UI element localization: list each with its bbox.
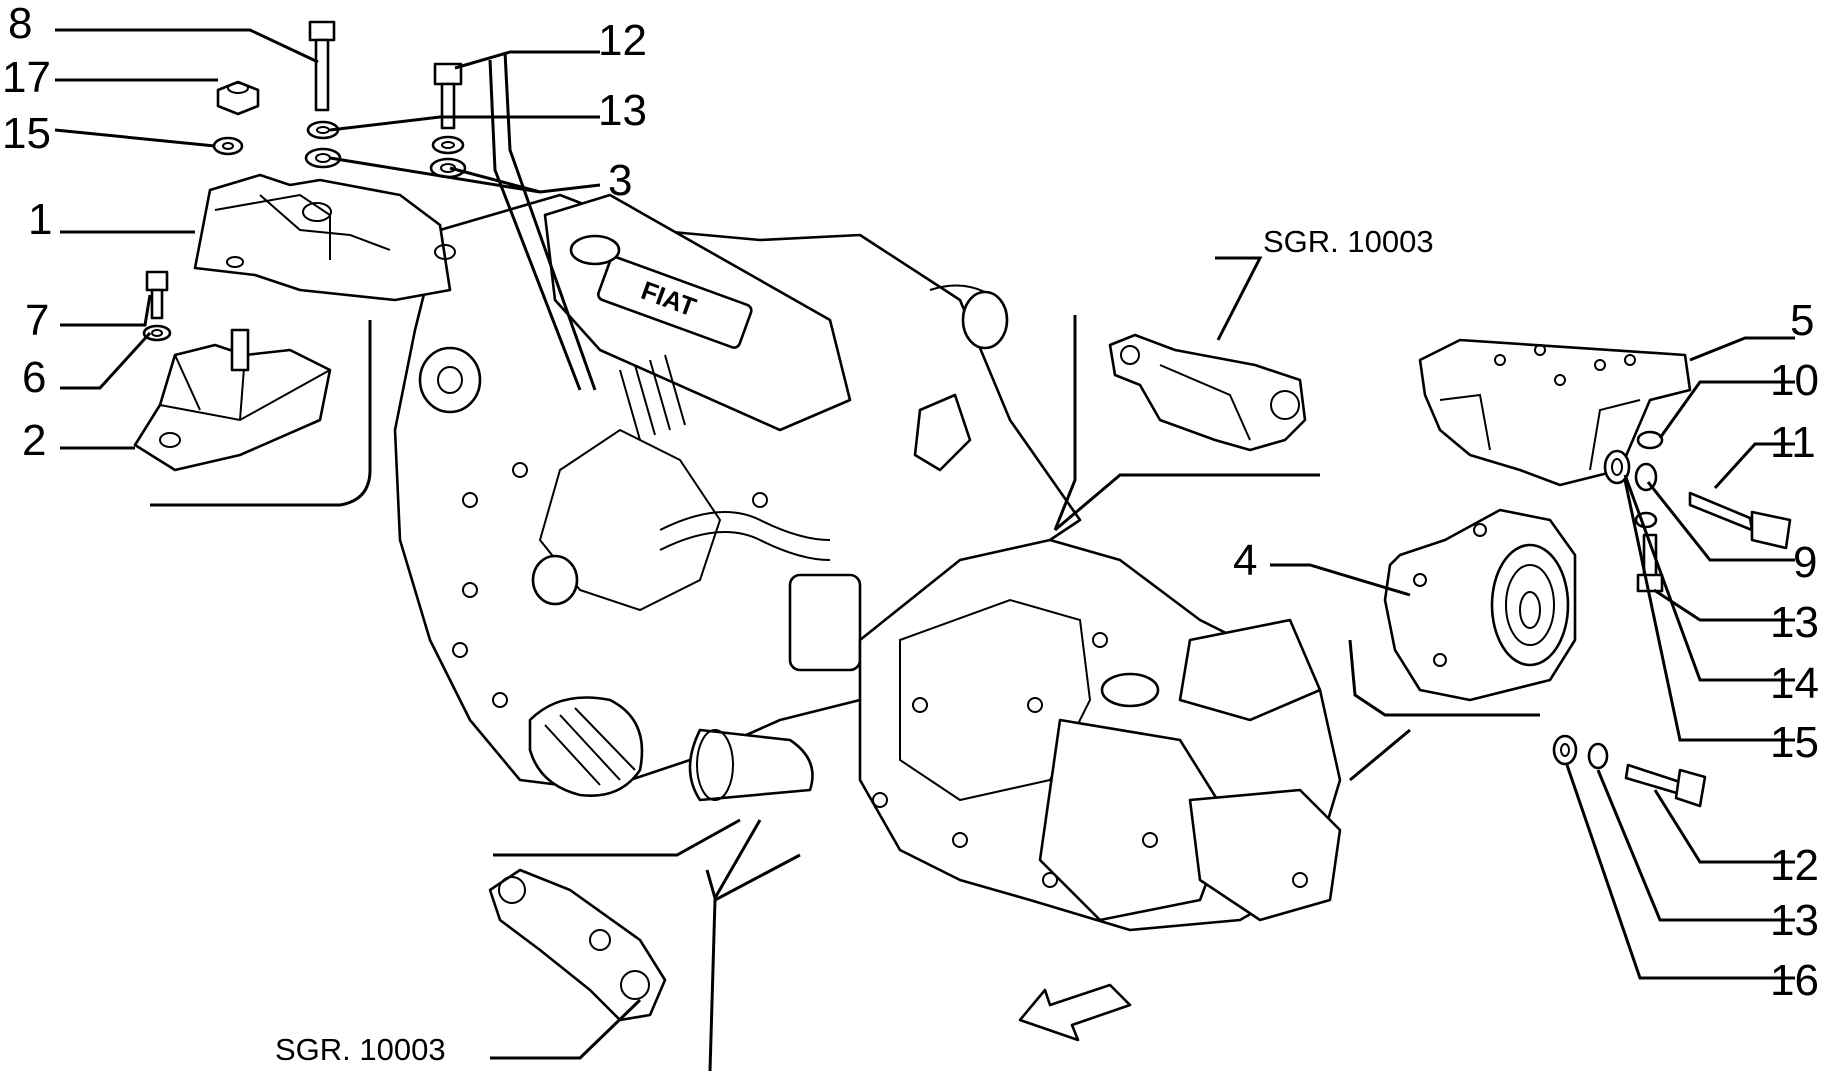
callout-2: 2: [22, 416, 46, 465]
callout-16: 16: [1770, 956, 1819, 1005]
engine-assembly: FIAT: [393, 193, 1342, 932]
callout-12-bottom: 12: [1770, 841, 1819, 890]
callout-6: 6: [22, 353, 46, 402]
callout-7: 7: [25, 296, 49, 345]
callout-9: 9: [1793, 538, 1817, 587]
callout-3: 3: [608, 156, 632, 205]
reference-upper: SGR. 10003: [1263, 224, 1434, 259]
callout-10: 10: [1770, 356, 1819, 405]
part-1-upper-bracket: [193, 173, 456, 302]
callout-4: 4: [1233, 536, 1257, 585]
inset-lower-link: [488, 868, 667, 1022]
fasteners-left: [142, 20, 467, 342]
callout-13-top: 13: [598, 86, 647, 135]
part-5-right-bracket: [1418, 338, 1692, 487]
leader-lines: [54, 28, 1795, 1071]
callout-8: 8: [8, 0, 32, 48]
part-2-lower-mount: [133, 328, 332, 472]
reference-lower: SGR. 10003: [275, 1032, 446, 1067]
part-4-right-mount: [1383, 508, 1577, 702]
callout-15: 15: [2, 109, 51, 158]
callout-13-bottom: 13: [1770, 896, 1819, 945]
direction-arrow-icon: [1018, 983, 1132, 1042]
callout-12-top: 12: [598, 16, 647, 65]
callout-13-right: 13: [1770, 598, 1819, 647]
callout-14: 14: [1770, 659, 1819, 708]
callout-11: 11: [1770, 418, 1816, 467]
callout-5: 5: [1790, 296, 1814, 345]
callout-15-right: 15: [1770, 718, 1819, 767]
fasteners-right: [1552, 430, 1792, 808]
callout-1: 1: [28, 195, 52, 244]
inset-upper-bracket: [1108, 333, 1307, 452]
callout-17: 17: [2, 53, 51, 102]
